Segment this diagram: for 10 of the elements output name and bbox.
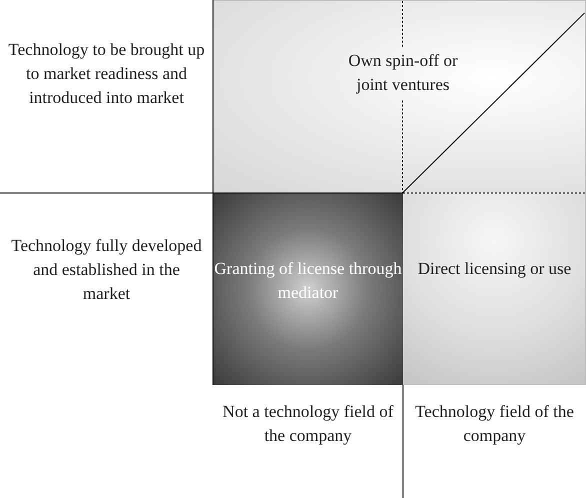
cell-text: Granting of license through mediator [213,258,403,304]
axis-label: Not a technology field of the company [222,401,394,447]
matrix-cell [403,193,586,385]
cell-text: Direct licensing or use [416,258,572,280]
axis-label: Technology field of the company [414,401,575,447]
matrix-cell [213,0,586,193]
matrix-cell [213,193,403,385]
axis-label: Technology fully developed and established in the market [10,235,203,305]
cell-text: Own spin-off or joint ventures [347,50,459,96]
axis-label: Technology to be brought up to market readiness and introduced into market [7,39,206,109]
